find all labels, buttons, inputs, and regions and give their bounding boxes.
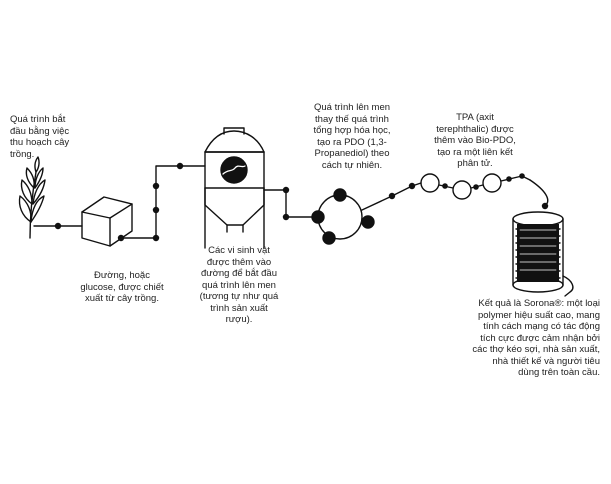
step-harvest-label: Quá trình bắt đầu bằng việc thu hoạch câ… bbox=[10, 114, 70, 160]
step-fermentation-label: Quá trình lên men thay thế quá trình tổn… bbox=[313, 102, 391, 171]
pdo-molecule-icon bbox=[311, 188, 375, 245]
connector-dots bbox=[54, 162, 549, 242]
connector-glucose-fermenter bbox=[120, 165, 206, 239]
tpa-chain-icon bbox=[411, 173, 531, 200]
spool-icon bbox=[512, 211, 574, 297]
fermenter-tank-icon bbox=[204, 127, 265, 249]
plant-icon bbox=[18, 156, 46, 239]
connector-pdo-tpa bbox=[361, 185, 413, 211]
step-sorona-label: Kết quả là Sorona®: một loại polymer hiệ… bbox=[472, 298, 600, 378]
step-microbes-label: Các vi sinh vật được thêm vào đường để b… bbox=[199, 245, 279, 325]
step-tpa-label: TPA (axit terephthalic) được thêm vào Bi… bbox=[434, 112, 516, 169]
step-glucose-label: Đường, hoặc glucose, được chiết xuất từ … bbox=[80, 270, 164, 304]
cube-icon bbox=[81, 196, 133, 247]
connector-fermenter-pdo bbox=[263, 189, 317, 218]
connector-tpa-spool bbox=[529, 179, 549, 207]
